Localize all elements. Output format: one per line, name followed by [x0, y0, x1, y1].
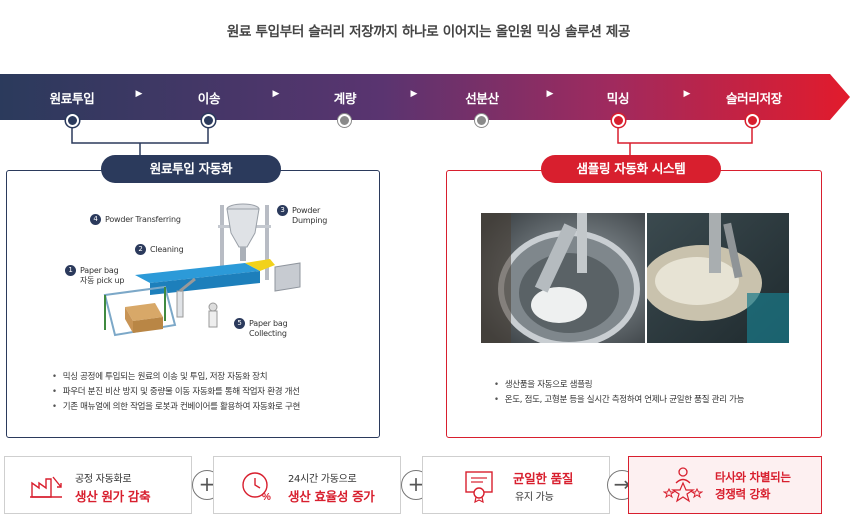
automation-machine-illustration [103, 203, 301, 337]
step-arrow-icon: ▶ [135, 89, 143, 99]
process-dot-weighing [338, 114, 351, 127]
clock-percent-icon: % [242, 472, 271, 503]
raw-input-bullet-list: 믹싱 공정에 투입되는 원료의 이송 및 투입, 저장 자동화 장치 파우더 분… [52, 370, 301, 415]
svg-text:%: % [262, 492, 271, 503]
raw-input-automation-title: 원료투입 자동화 [101, 155, 281, 183]
benefit-cost-reduction: 공정 자동화로 생산 원가 감축 [4, 456, 192, 514]
list-item: 기존 매뉴얼에 의한 작업을 로봇과 컨베이어를 활용하여 자동화로 구현 [52, 400, 301, 415]
connector-lines [71, 122, 753, 156]
sampling-photo-1 [481, 213, 645, 343]
list-item: 온도, 점도, 고형분 등을 실시간 측정하여 언제나 균일한 품질 관리 가능 [494, 393, 745, 408]
step-arrow-icon: ▶ [546, 89, 554, 99]
sampling-bullet-list: 생산품을 자동으로 샘플링 온도, 점도, 고형분 등을 실시간 측정하여 언제… [494, 378, 745, 408]
list-item: 생산품을 자동으로 샘플링 [494, 378, 744, 393]
sampling-photo-2 [647, 213, 789, 343]
step-arrow-icon: ▶ [410, 89, 418, 99]
process-arrow-bar [0, 74, 850, 120]
benefit-uniform-quality: 균일한 품질 유지 가능 [422, 456, 610, 514]
process-step-raw-input: 원료투입 [49, 91, 95, 106]
step-arrow-icon: ▶ [683, 89, 691, 99]
process-step-transfer: 이송 [197, 91, 221, 106]
benefit-competitiveness: 타사와 차별되는 경쟁력 강화 [628, 456, 822, 514]
process-dot-slurry-storage [746, 114, 759, 127]
process-dot-raw-input [66, 114, 79, 127]
process-dot-transfer [202, 114, 215, 127]
factory-chart-icon [30, 476, 62, 498]
process-step-weighing: 계량 [333, 91, 357, 106]
process-step-mixing: 믹싱 [606, 91, 630, 106]
benefit-efficiency-increase: % 24시간 가동으로 생산 효율성 증가 [213, 456, 401, 514]
sampling-automation-title: 샘플링 자동화 시스템 [541, 155, 721, 183]
process-step-slurry-storage: 슬러리저장 [725, 91, 782, 106]
certificate-icon [465, 471, 493, 503]
page-headline: 원료 투입부터 슬러리 저장까지 하나로 이어지는 올인원 믹싱 솔루션 제공 [226, 24, 631, 40]
process-dot-mixing [612, 114, 625, 127]
list-item: 믹싱 공정에 투입되는 원료의 이송 및 투입, 저장 자동화 장치 [52, 370, 300, 385]
process-dot-predispersion [475, 114, 488, 127]
list-item: 파우더 분진 비산 방지 및 중량물 이동 자동화를 통해 작업자 환경 개선 [52, 385, 300, 400]
process-step-predispersion: 선분산 [465, 91, 499, 106]
award-stars-icon [663, 467, 703, 503]
step-arrow-icon: ▶ [272, 89, 280, 99]
